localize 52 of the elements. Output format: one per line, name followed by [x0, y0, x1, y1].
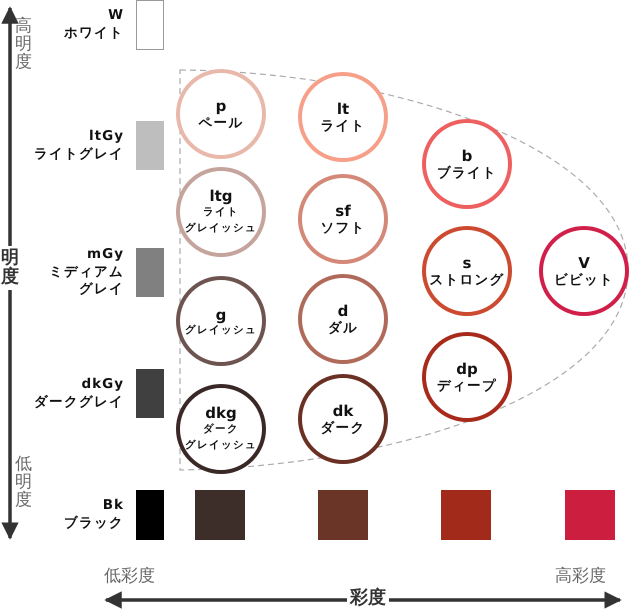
tone-name: ペール	[198, 114, 244, 132]
tone-code: sf	[335, 202, 351, 220]
color-swatch	[565, 490, 615, 540]
tone-code: mGy	[87, 246, 124, 264]
axis-label: 低明度	[15, 456, 32, 510]
tone-name: ミディアム	[49, 264, 124, 282]
tone-name: ライト	[203, 205, 239, 220]
tone-name: ブラック	[64, 515, 124, 533]
tone-name: ライトグレイ	[34, 146, 124, 164]
color-swatch	[136, 490, 164, 540]
color-swatch	[136, 121, 164, 170]
tone-code: W	[108, 7, 124, 25]
tone-code: Bk	[102, 497, 124, 515]
tone-name: グレイッシュ	[185, 438, 257, 453]
color-swatch	[318, 490, 368, 540]
axis-label: 彩度	[347, 589, 389, 608]
color-swatch	[136, 0, 164, 50]
axis-label: 高明度	[15, 18, 32, 72]
tone-name: ブライト	[437, 164, 497, 182]
tone-name: グレイ	[79, 281, 124, 299]
tone-code: lt	[336, 100, 350, 118]
tone-code: dp	[456, 360, 478, 378]
tone-name: ストロング	[430, 272, 504, 288]
axis-label: 低彩度	[104, 568, 155, 586]
tone-name: ビビット	[554, 272, 614, 288]
tone-name: グレイッシュ	[185, 221, 257, 236]
tone-name: ディープ	[437, 378, 497, 394]
tone-name: ダーク	[203, 422, 239, 438]
color-swatch	[136, 248, 164, 297]
color-swatch	[136, 369, 164, 418]
axis-label: 高彩度	[555, 568, 606, 586]
tone-code: p	[216, 96, 226, 115]
tone-code: s	[462, 254, 472, 272]
tone-code: V	[578, 254, 590, 272]
tone-code: ltGy	[89, 128, 124, 146]
tone-code: dkGy	[81, 376, 124, 394]
tone-name: ライト	[320, 118, 366, 134]
color-swatch	[195, 490, 245, 540]
tone-name: ダークグレイ	[34, 394, 124, 412]
tone-name: ダーク	[320, 420, 366, 436]
tone-name: ソフト	[320, 220, 366, 236]
tone-code: d	[338, 302, 348, 320]
color-swatch	[441, 490, 491, 540]
tone-name: ホワイト	[64, 25, 124, 43]
tone-code: dk	[332, 402, 354, 420]
tone-name: グレイッシュ	[185, 324, 257, 336]
tone-code: dkg	[205, 404, 237, 422]
tone-code: b	[462, 146, 472, 165]
tone-code: g	[216, 306, 226, 324]
tone-code: ltg	[209, 187, 233, 206]
axis-label: 明度	[1, 246, 19, 290]
tone-name: ダル	[328, 320, 358, 336]
